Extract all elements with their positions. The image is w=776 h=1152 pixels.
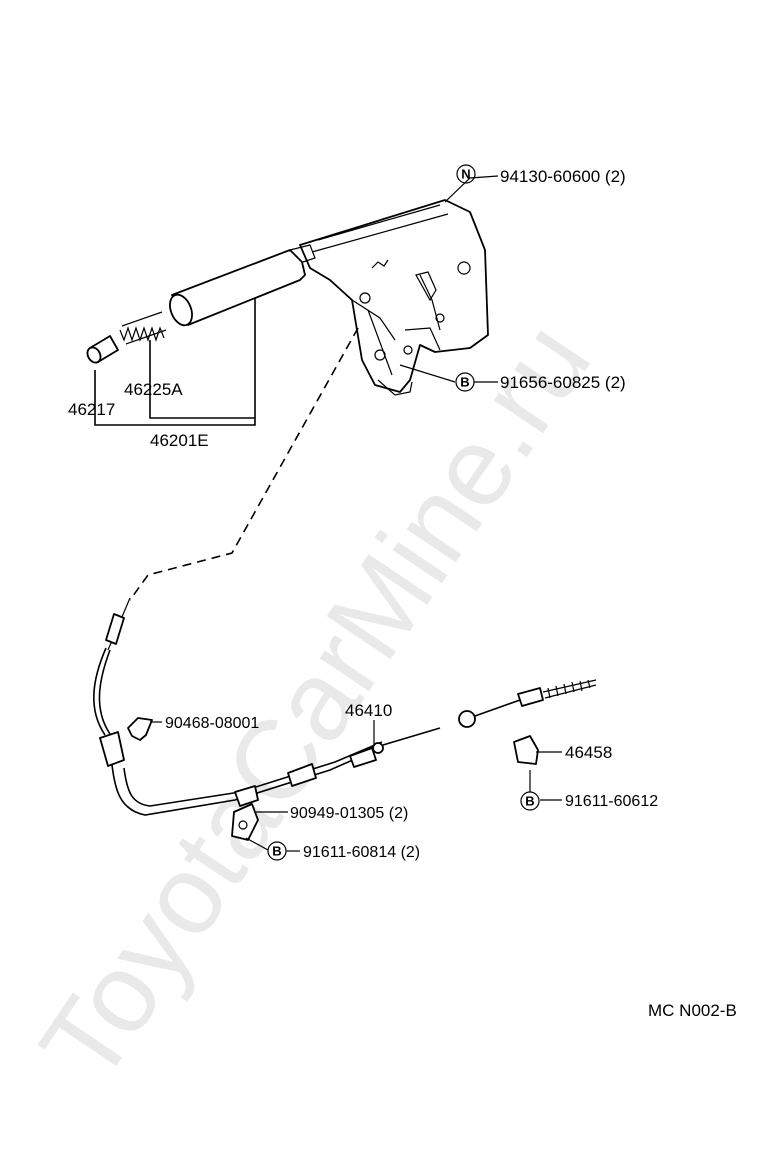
leader-lines <box>150 175 562 852</box>
symbol-n-94130: N <box>456 164 476 184</box>
diagram-code: MC N002-B <box>648 1001 737 1020</box>
part-label-90468-08001[interactable]: 90468-08001 <box>165 715 259 732</box>
part-label-46225a[interactable]: 46225A <box>124 380 183 399</box>
part-label-46217[interactable]: 46217 <box>68 400 115 419</box>
connection-dashed-line <box>129 327 359 601</box>
release-button[interactable] <box>85 335 119 365</box>
parking-brake-cable[interactable] <box>93 597 597 816</box>
release-spring[interactable] <box>119 311 167 345</box>
cable-clamp-90949[interactable] <box>231 803 259 841</box>
symbol-b-91656: B <box>455 372 475 392</box>
svg-text:B: B <box>460 375 469 390</box>
grouping-brackets <box>94 298 256 426</box>
symbol-b-91611-60612: B <box>520 791 540 811</box>
part-label-46458[interactable]: 46458 <box>565 743 612 762</box>
part-label-90949-01305[interactable]: 90949-01305 (2) <box>290 805 408 822</box>
clip-90468[interactable] <box>127 717 153 741</box>
part-label-91656-60825[interactable]: 91656-60825 (2) <box>500 373 626 392</box>
svg-text:B: B <box>272 844 281 859</box>
symbol-b-91611-60814: B <box>267 841 287 861</box>
svg-text:N: N <box>461 167 470 182</box>
parking-brake-lever-assembly[interactable] <box>166 199 489 396</box>
part-label-46201e[interactable]: 46201E <box>150 431 209 450</box>
part-label-94130-60600[interactable]: 94130-60600 (2) <box>500 167 626 186</box>
svg-text:B: B <box>525 794 534 809</box>
part-label-91611-60612[interactable]: 91611-60612 <box>565 793 658 810</box>
part-label-46410[interactable]: 46410 <box>345 701 392 720</box>
clip-46458[interactable] <box>513 735 539 765</box>
part-label-91611-60814[interactable]: 91611-60814 (2) <box>303 844 420 861</box>
